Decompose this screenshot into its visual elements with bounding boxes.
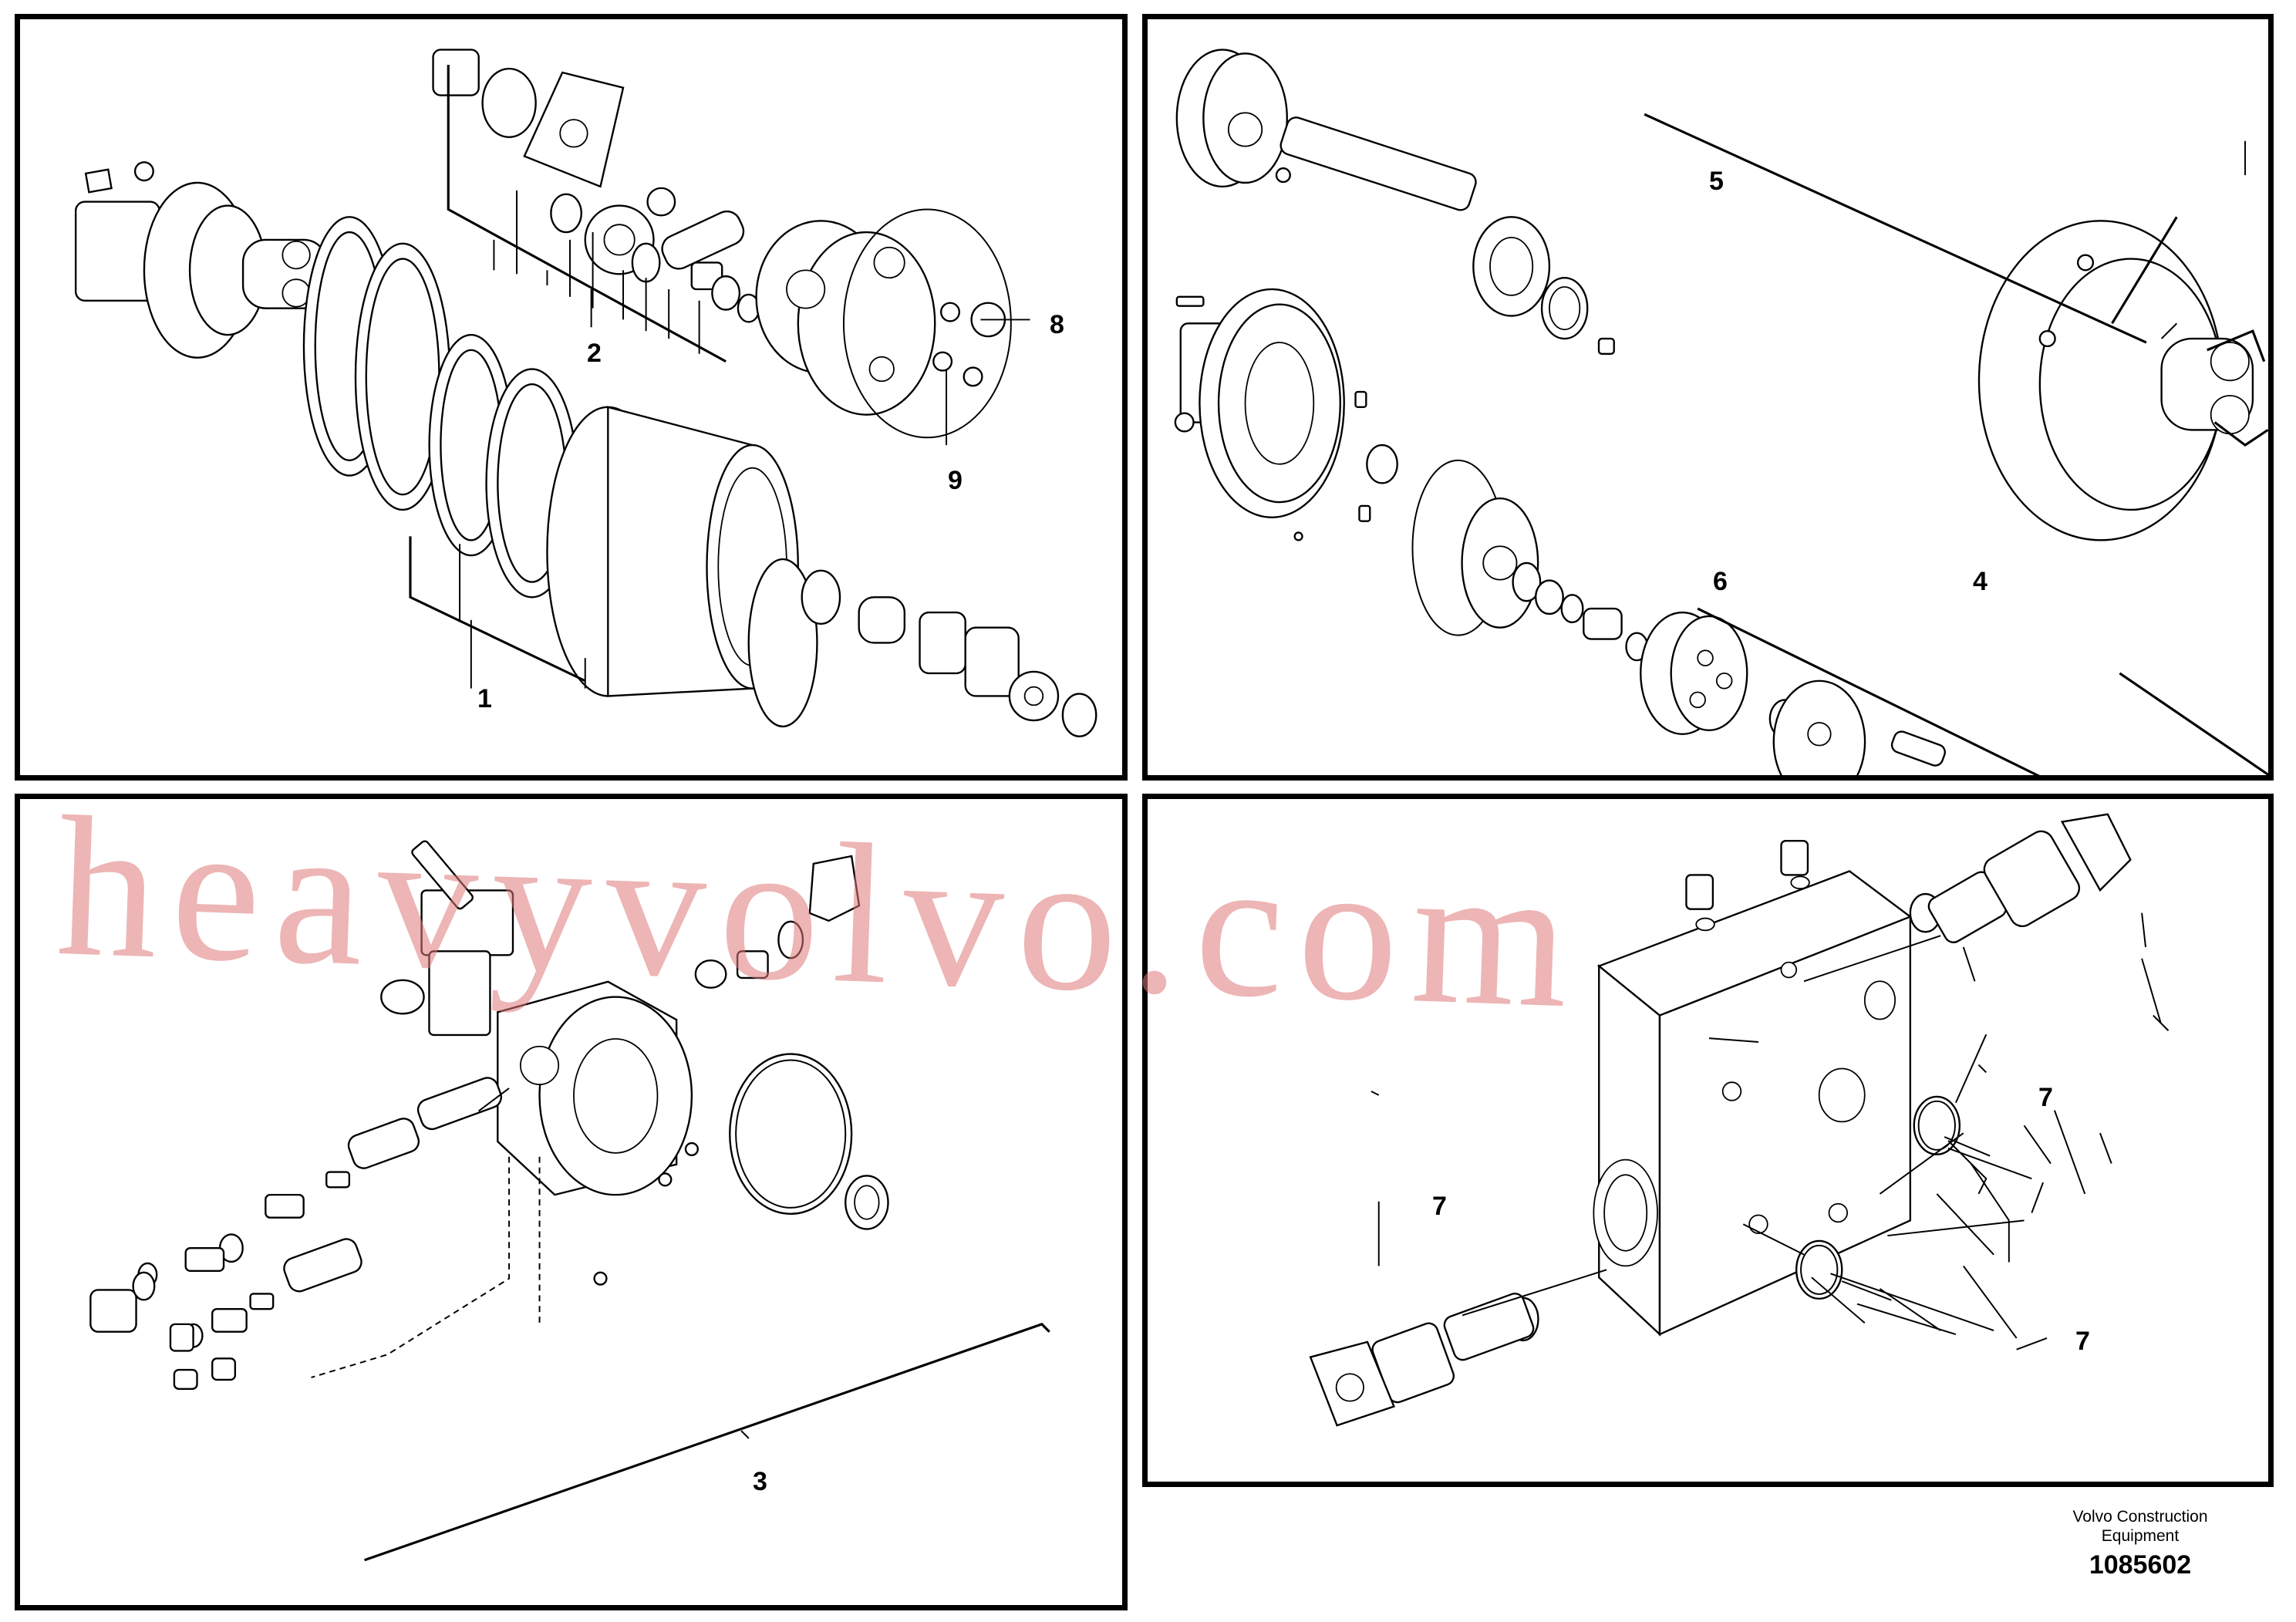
callout-7-left: 7 (1432, 1192, 1447, 1221)
left-relief-valve (1309, 1293, 1539, 1427)
callout-6: 6 (1713, 567, 1728, 596)
piston-group (1411, 459, 1946, 775)
cover-plate (1175, 49, 1291, 188)
leader-lines (1644, 113, 2268, 775)
callout-4: 4 (1973, 567, 1988, 596)
valve-housing-exploded-drawing (89, 840, 1050, 1562)
gear-set-exploded-drawing (74, 49, 1097, 737)
figure-caption: Volvo Construction Equipment 1085602 (2005, 1507, 2275, 1580)
callout-2: 2 (587, 339, 602, 368)
travel-motor-assembly (74, 161, 328, 359)
planetary-gears (747, 558, 1097, 737)
hub-assembly-right (1977, 220, 2254, 541)
callout-7-bottom: 7 (2075, 1327, 2090, 1356)
right-top-parts (694, 855, 861, 989)
relief-valve-block (380, 840, 514, 1037)
panel-valve-block: 7 7 7 (1142, 794, 2274, 1487)
top-gear-parts (432, 49, 1012, 439)
valve-body (1593, 870, 1913, 1337)
callout-1: 1 (477, 684, 492, 713)
callout-9: 9 (948, 466, 963, 495)
callout-8: 8 (1050, 310, 1064, 339)
callout-5: 5 (1709, 167, 1724, 196)
set-screws (1685, 839, 1809, 910)
leader-lines (1371, 912, 2170, 1351)
caption-organization-line2: Equipment (2101, 1527, 2180, 1545)
panel-motor-shaft: 5 6 4 (1142, 14, 2274, 781)
panel-valve-housing: 3 (15, 794, 1128, 1610)
caption-organization-line1: Volvo Construction (2072, 1508, 2208, 1526)
callout-7-right: 7 (2038, 1083, 2053, 1112)
ring-gear-set (302, 216, 579, 599)
figure-number: 1085602 (2089, 1550, 2192, 1580)
motor-shaft-exploded-drawing (1174, 49, 2268, 775)
output-shaft (1279, 116, 1615, 355)
o-rings (1795, 1095, 1961, 1300)
spool-and-springs (89, 1077, 502, 1390)
leader-lines (311, 1088, 1050, 1562)
valve-block-exploded-drawing (1309, 813, 2170, 1427)
top-relief-valve (1909, 813, 2132, 943)
panel-gear-set: 1 2 8 9 (15, 14, 1128, 781)
o-ring-and-seal (729, 1053, 889, 1230)
motor-housing (497, 980, 699, 1286)
valve-block (1174, 288, 1398, 541)
callout-3: 3 (753, 1467, 767, 1496)
hub-housing (546, 406, 799, 697)
leader-lines (409, 65, 1030, 689)
